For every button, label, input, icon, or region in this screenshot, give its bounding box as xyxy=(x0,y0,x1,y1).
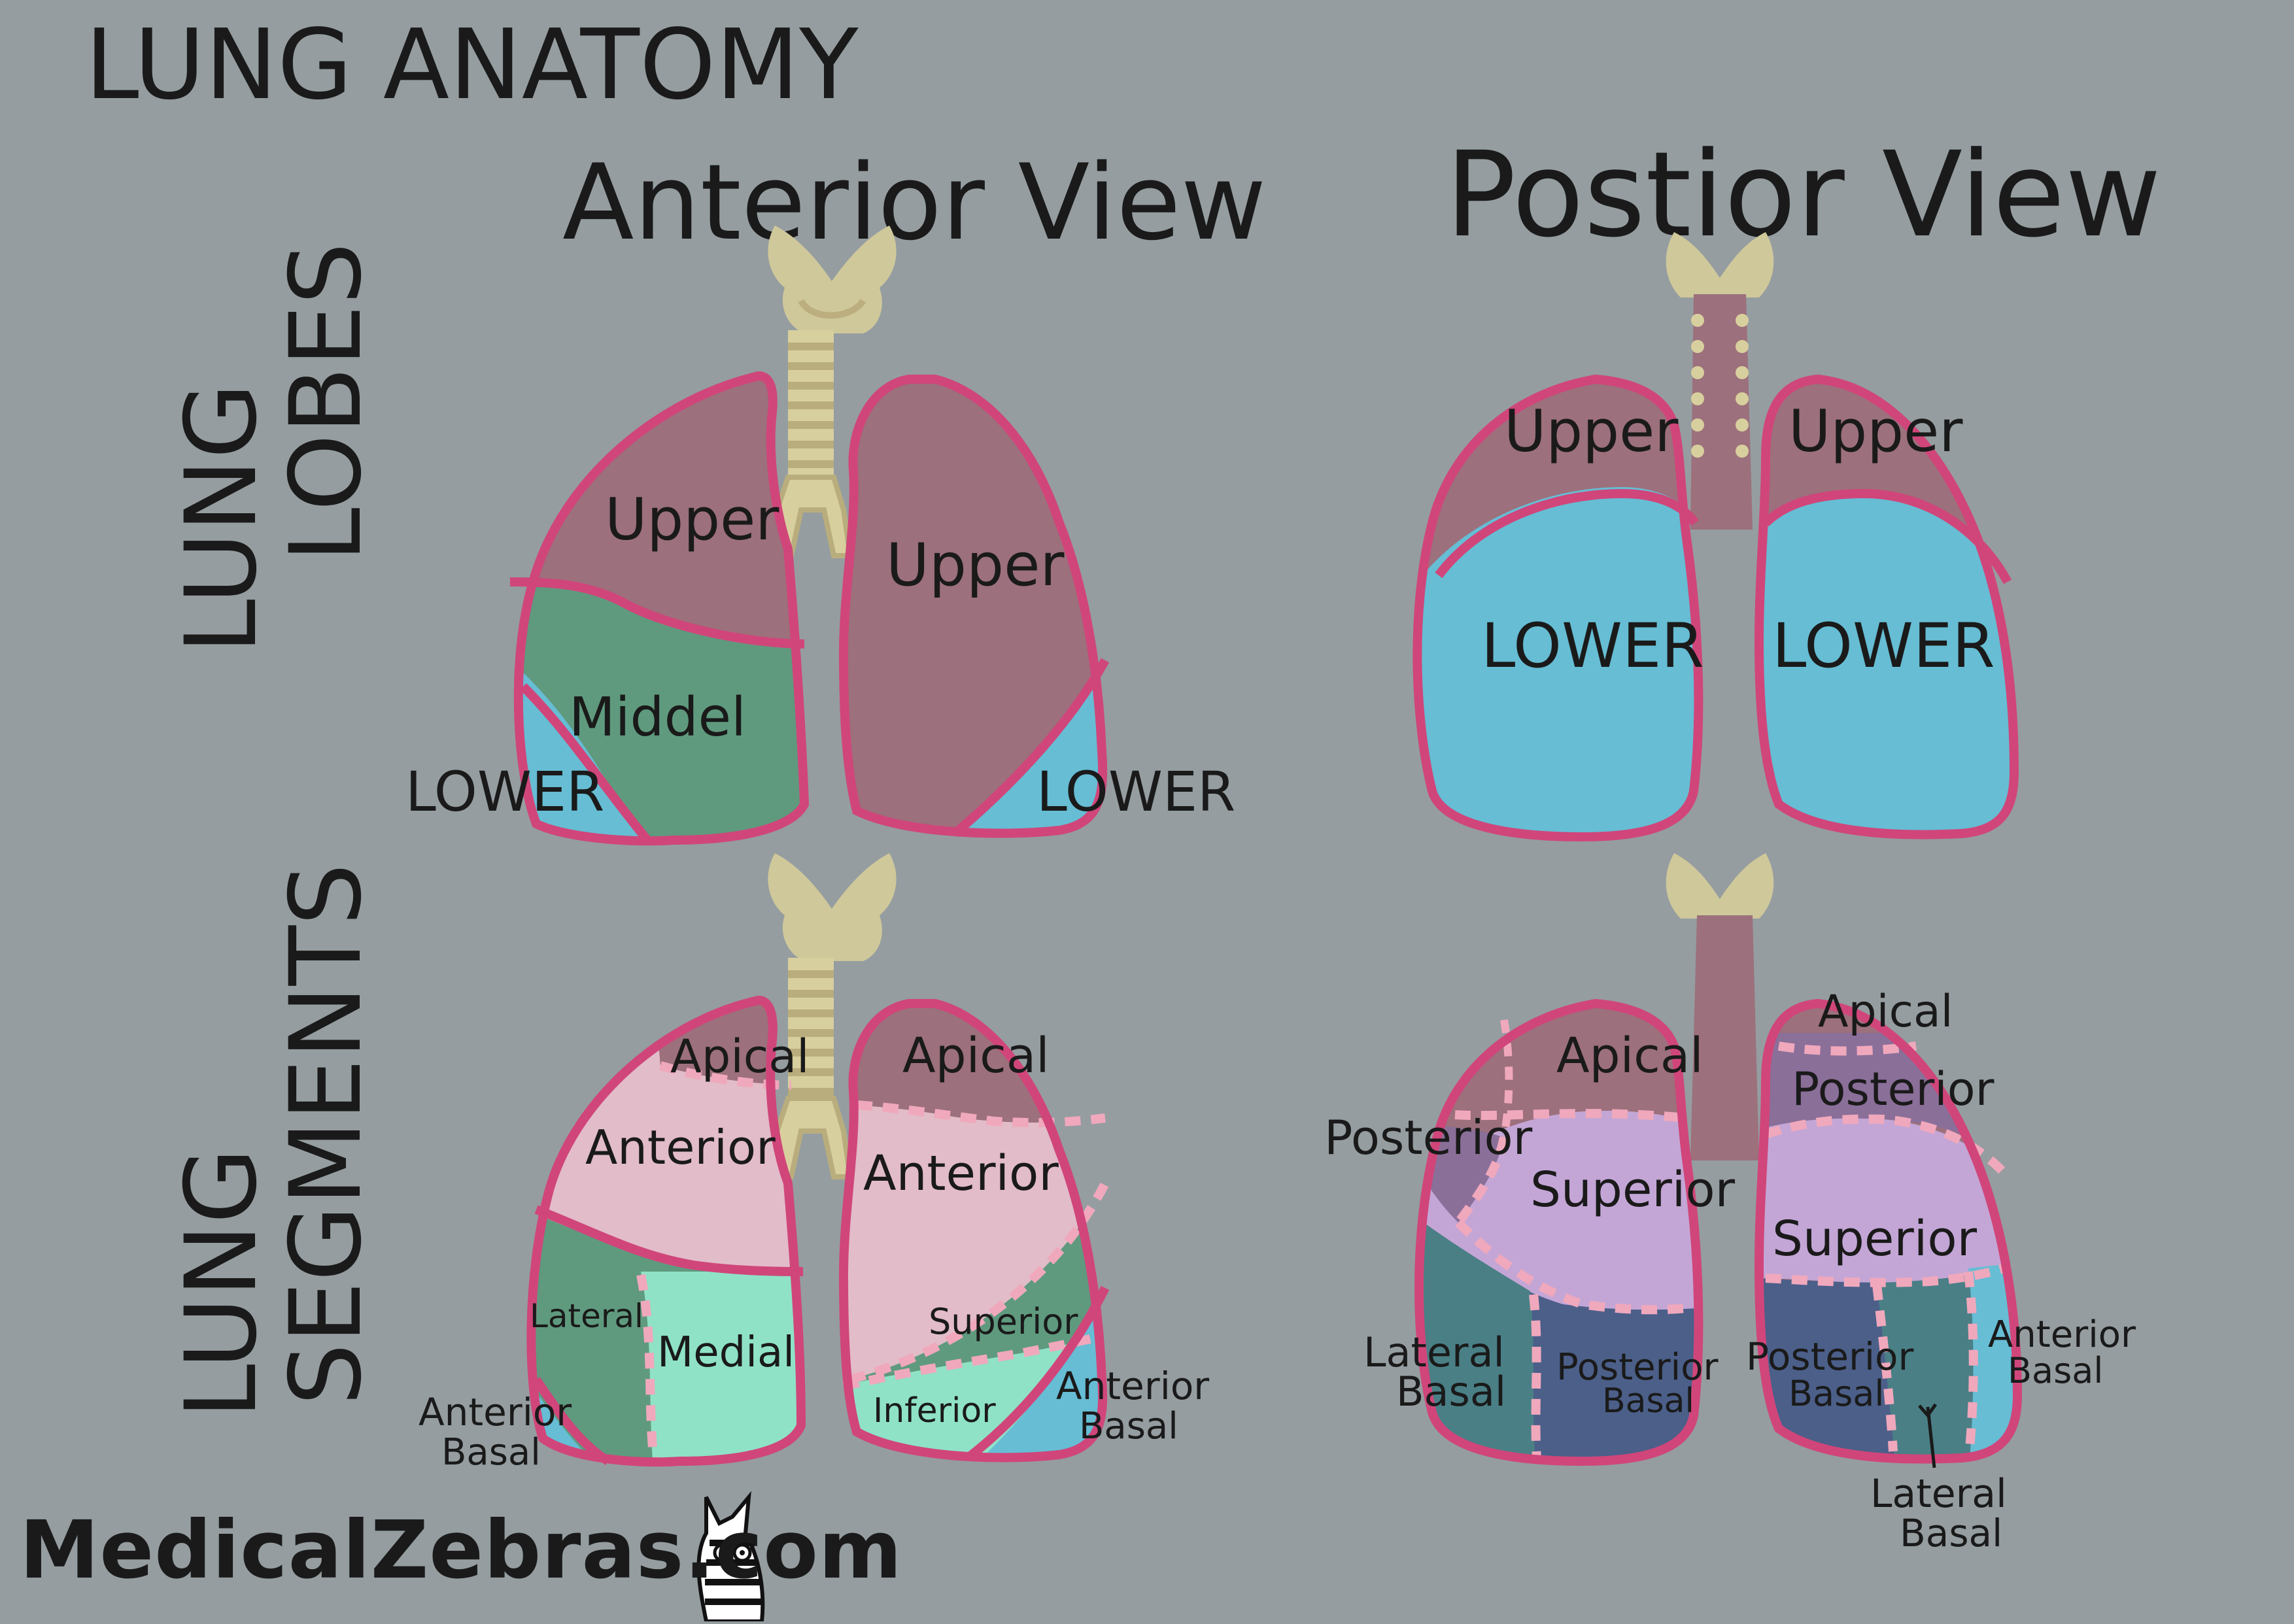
label-post-left-posterior-basal-1: Posterior xyxy=(1556,1346,1719,1389)
label-post-left-lateral-basal-2: Basal xyxy=(1396,1368,1506,1415)
label-ant-left-anterior: Anterior xyxy=(863,1145,1059,1202)
label-post-left-lateral-basal-1: Lateral xyxy=(1363,1328,1505,1376)
label-post-left-posterior-basal-2: Basal xyxy=(1602,1381,1694,1421)
label-left-upper-lobe: Upper xyxy=(886,531,1065,600)
label-left-lower-lobe: LOWER xyxy=(1036,760,1235,824)
label-ant-right-medial: Medial xyxy=(657,1328,795,1377)
label-post-right-posterior-basal-1: Posterior xyxy=(1746,1334,1913,1379)
label-ant-left-anterior-basal-1: Anterior xyxy=(1056,1364,1209,1408)
label-post-left-posterior: Posterior xyxy=(1324,1110,1533,1165)
label-post-left-lower: LOWER xyxy=(1481,611,1704,682)
posterior-view-heading: Postior View xyxy=(1445,127,2161,263)
label-post-right-upper: Upper xyxy=(1789,398,1963,465)
label-ant-left-inferior: Inferior xyxy=(873,1391,996,1430)
row-label-lobes-line2: LOBES xyxy=(269,243,383,562)
row-label-lobes: LUNG LOBES xyxy=(165,243,383,654)
posterior-trachea-rings xyxy=(1691,314,1749,458)
label-post-left-apical: Apical xyxy=(1556,1028,1703,1084)
segments-larynx xyxy=(768,853,897,961)
row-label-segments: LUNG SEGMENTS xyxy=(165,864,383,1419)
label-post-right-apical: Apical xyxy=(1818,986,1953,1038)
larynx xyxy=(768,226,897,333)
lateral-basal-pointer-head xyxy=(1918,1403,1938,1419)
label-ant-left-superior: Superior xyxy=(929,1301,1078,1342)
label-post-right-posterior-basal-2: Basal xyxy=(1789,1373,1884,1414)
posterior-right-lung-outline xyxy=(1754,374,2019,839)
anterior-lobes-figure: Upper Middel LOWER Upper LOWER xyxy=(405,226,1235,846)
anterior-view-heading: Anterior View xyxy=(562,141,1266,263)
site-brand: MedicalZebras.com xyxy=(20,1504,903,1597)
right-lung-outline xyxy=(513,371,810,846)
segments-left-lung-outline xyxy=(838,999,1108,1463)
label-post-right-anterior-basal-1: Anterior xyxy=(1988,1313,2136,1356)
row-label-segments-line2: SEGMENTS xyxy=(269,864,383,1406)
page-title: LUNG ANATOMY xyxy=(85,8,859,121)
posterior-lobes-figure: Upper Upper LOWER LOWER xyxy=(1412,232,2019,842)
posterior-segments-larynx xyxy=(1666,853,1774,919)
label-post-right-lateral-basal-2: Basal xyxy=(1900,1511,2002,1555)
label-right-lower-lobe: LOWER xyxy=(405,760,604,824)
lateral-basal-pointer xyxy=(1926,1406,1936,1468)
row-label-segments-line1: LUNG xyxy=(165,1148,279,1419)
label-ant-right-apical: Apical xyxy=(670,1030,810,1083)
posterior-larynx xyxy=(1666,232,1774,297)
label-post-left-superior: Superior xyxy=(1530,1162,1736,1218)
label-ant-right-anterior: Anterior xyxy=(585,1120,776,1175)
label-ant-right-lateral: Lateral xyxy=(530,1297,643,1335)
label-ant-right-anterior-basal-2: Basal xyxy=(441,1431,541,1474)
label-ant-left-anterior-basal-2: Basal xyxy=(1079,1405,1178,1447)
posterior-segments-left-lung-outline xyxy=(1414,998,1703,1466)
posterior-segments-trachea xyxy=(1690,915,1759,1160)
posterior-left-lung-outline xyxy=(1412,374,1703,842)
label-ant-right-anterior-basal-1: Anterior xyxy=(419,1390,572,1434)
label-post-right-lateral-basal-1: Lateral xyxy=(1870,1471,2007,1517)
label-right-middle-lobe: Middel xyxy=(569,686,746,749)
posterior-segments-figure: Apical Posterior Superior Lateral Basal … xyxy=(1324,853,2136,1555)
label-post-right-lower: LOWER xyxy=(1772,611,1995,682)
label-post-right-posterior: Posterior xyxy=(1792,1062,1994,1116)
row-label-lobes-line1: LUNG xyxy=(165,383,279,654)
anterior-segments-figure: Apical Anterior Lateral Medial Anterior … xyxy=(419,853,1209,1474)
label-post-right-superior: Superior xyxy=(1772,1211,1977,1267)
label-right-upper-lobe: Upper xyxy=(605,486,779,553)
label-post-right-anterior-basal-2: Basal xyxy=(2008,1350,2103,1391)
segments-right-lung-outline xyxy=(526,995,806,1467)
posterior-trachea xyxy=(1690,294,1753,530)
segments-trachea-cartilage xyxy=(768,958,853,1179)
left-lung-outline xyxy=(838,375,1108,838)
label-post-left-upper: Upper xyxy=(1504,398,1679,465)
label-ant-left-apical: Apical xyxy=(902,1028,1050,1084)
posterior-segments-right-lung-outline xyxy=(1754,998,2023,1464)
